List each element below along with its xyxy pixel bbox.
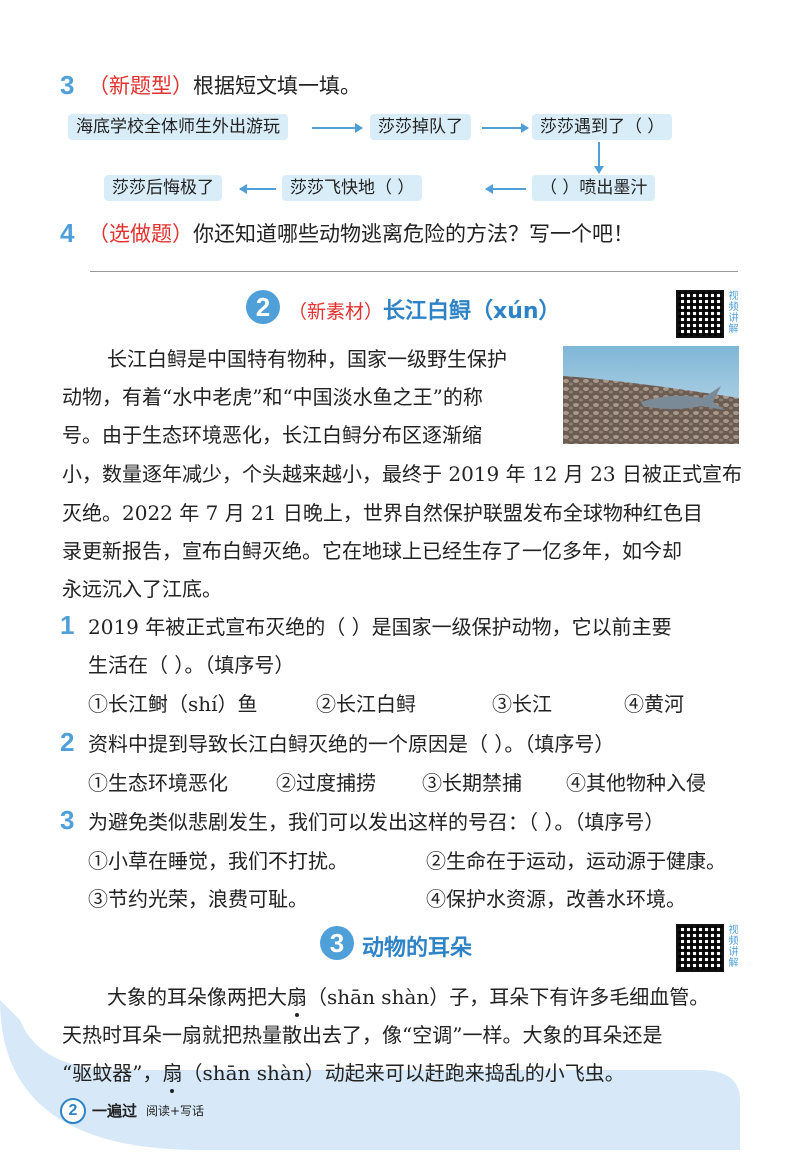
paragraph-line: 大象的耳朵像两把大扇（shān shàn）子，耳朵下有许多毛细血管。 xyxy=(107,978,709,1016)
paragraph-line: 灭绝。2022 年 7 月 21 日晚上，世界自然保护联盟发布全球物种红色目 xyxy=(62,501,703,525)
text-span: （shān shàn）子，耳朵下有许多毛细血管。 xyxy=(307,985,710,1009)
flow-box-5[interactable]: 莎莎飞快地（ ） xyxy=(282,175,423,201)
flow-box-1: 海底学校全体师生外出游玩 xyxy=(68,114,288,140)
paragraph-line: 号。由于生态环境恶化，长江白鲟分布区逐渐缩 xyxy=(62,423,482,447)
flow-box-6: 莎莎后悔极了 xyxy=(104,175,222,201)
qr-code-icon[interactable] xyxy=(676,290,724,338)
paragraph-line: 动物，有着“水中老虎”和“中国淡水鱼之王”的称 xyxy=(62,385,483,409)
footer-brand: 一遍过 xyxy=(92,1102,138,1120)
option-4[interactable]: ④保护水资源，改善水环境。 xyxy=(426,887,686,911)
question-number: 2 xyxy=(60,727,75,757)
question-prompt: 你还知道哪些动物逃离危险的方法？写一个吧！ xyxy=(193,222,634,246)
flow-box-2: 莎莎掉队了 xyxy=(370,114,471,140)
section-title-text: 长江白鲟（xún） xyxy=(383,299,561,324)
paragraph-line: 天热时耳朵一扇就把热量散出去了，像“空调”一样。大象的耳朵还是 xyxy=(62,1023,663,1047)
sturgeon-photo xyxy=(563,346,739,444)
flow-box-4[interactable]: （ ）喷出墨汁 xyxy=(532,175,656,201)
option-1[interactable]: ①长江鲥（shí）鱼 xyxy=(88,692,258,716)
question-text: 为避免类似悲剧发生，我们可以发出这样的号召：（ ）。（填序号） xyxy=(88,810,665,834)
option-1[interactable]: ①小草在睡觉，我们不打扰。 xyxy=(88,849,348,873)
page-corner-decoration xyxy=(0,1000,740,1150)
arrow-right-icon xyxy=(482,123,529,133)
arrow-left-icon xyxy=(485,184,526,194)
footer-subject: 阅读+写话 xyxy=(146,1104,205,1118)
arrow-right-icon xyxy=(312,123,363,133)
section-number-badge: 3 xyxy=(320,926,354,960)
section-tag: （新素材） xyxy=(288,301,384,323)
paragraph-line: “驱蚊器”，扇（shān shàn）动起来可以赶跑来捣乱的小飞虫。 xyxy=(62,1054,625,1092)
question-text: （选做题）你还知道哪些动物逃离危险的方法？写一个吧！ xyxy=(88,220,634,248)
dotted-character: 扇 xyxy=(162,1061,183,1085)
option-2[interactable]: ②过度捕捞 xyxy=(276,771,376,795)
question-text: 资料中提到导致长江白鲟灭绝的一个原因是（ ）。（填序号） xyxy=(88,732,615,756)
option-3[interactable]: ③节约光荣，浪费可耻。 xyxy=(88,887,308,911)
question-text: 生活在（ ）。（填序号） xyxy=(88,653,295,677)
question-tag: （新题型） xyxy=(88,74,193,98)
dotted-character: 扇 xyxy=(287,985,307,1009)
section-divider xyxy=(90,271,738,272)
question-number: 3 xyxy=(60,805,75,835)
qr-code-icon[interactable] xyxy=(676,924,724,972)
question-number: 1 xyxy=(60,610,75,640)
question-prompt: 根据短文填一填。 xyxy=(193,74,361,98)
question-tag: （选做题） xyxy=(88,222,193,246)
option-4[interactable]: ④其他物种入侵 xyxy=(566,771,706,795)
page-number: 2 xyxy=(60,1098,86,1124)
option-3[interactable]: ③长期禁捕 xyxy=(422,771,522,795)
flow-box-3[interactable]: 莎莎遇到了（ ） xyxy=(532,114,673,140)
option-3[interactable]: ③长江 xyxy=(492,692,552,716)
text-span: 大象的耳朵像两把大 xyxy=(107,985,287,1009)
qr-label: 视频讲解 xyxy=(726,924,737,968)
option-2[interactable]: ②生命在于运动，运动源于健康。 xyxy=(426,849,726,873)
section-number-badge: 2 xyxy=(246,290,280,324)
question-number: 3 xyxy=(60,70,75,100)
paragraph-line: 永远沉入了江底。 xyxy=(62,577,222,601)
section-title: （新素材）长江白鲟（xún） xyxy=(288,293,561,325)
text-span: “驱蚊器”， xyxy=(62,1061,163,1085)
option-1[interactable]: ①生态环境恶化 xyxy=(88,771,228,795)
option-2[interactable]: ②长江白鲟 xyxy=(316,692,416,716)
question-number: 4 xyxy=(60,218,75,248)
paragraph-line: 小，数量逐年减少，个头越来越小，最终于 2019 年 12 月 23 日被正式宣… xyxy=(62,462,742,486)
paragraph-line: 录更新报告，宣布白鲟灭绝。它在地球上已经生存了一亿多年，如今却 xyxy=(62,539,682,563)
text-span: （shān shàn）动起来可以赶跑来捣乱的小飞虫。 xyxy=(182,1061,625,1085)
question-text: （新题型）根据短文填一填。 xyxy=(88,72,361,100)
paragraph-line: 长江白鲟是中国特有物种，国家一级野生保护 xyxy=(107,347,507,371)
qr-label: 视频讲解 xyxy=(726,290,737,334)
question-text: 2019 年被正式宣布灭绝的（ ）是国家一级保护动物，它以前主要 xyxy=(88,615,672,639)
section-title: 动物的耳朵 xyxy=(362,936,473,961)
arrow-left-icon xyxy=(239,184,276,194)
arrow-down-icon xyxy=(594,142,604,174)
option-4[interactable]: ④黄河 xyxy=(624,692,684,716)
